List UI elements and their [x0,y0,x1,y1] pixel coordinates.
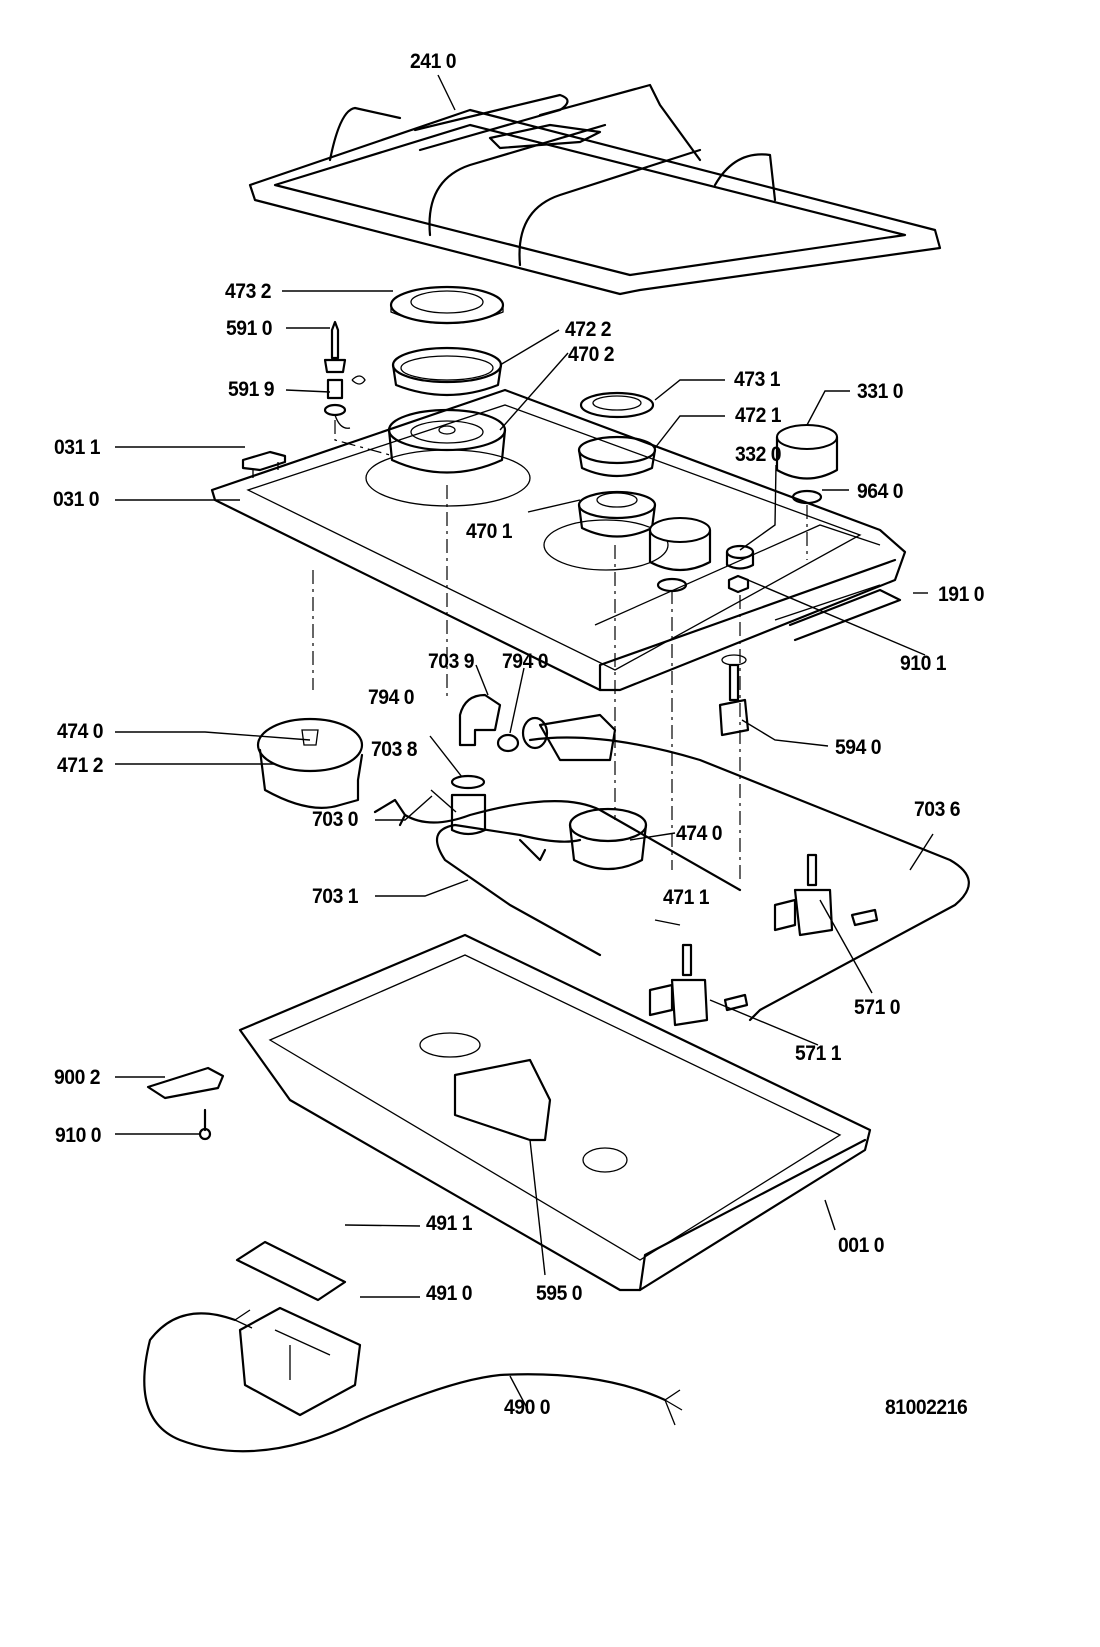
label-900-2: 900 2 [54,1066,101,1089]
part-burner-crown-large [391,346,503,397]
label-794-0-b: 794 0 [502,650,549,673]
label-470-1: 470 1 [466,520,513,543]
label-472-2: 472 2 [565,318,612,341]
label-332-0: 332 0 [735,443,782,466]
label-191-0: 191 0 [938,583,985,606]
label-472-1: 472 1 [735,404,782,427]
label-490-0: 490 0 [504,1396,551,1419]
label-591-9: 591 9 [228,378,275,401]
label-910-1: 910 1 [900,652,947,675]
part-burner-base-large [387,408,507,474]
label-471-2: 471 2 [57,754,104,777]
label-571-1: 571 1 [795,1042,842,1065]
part-burner-cup-large [256,717,364,809]
label-331-0: 331 0 [857,380,904,403]
label-471-1: 471 1 [663,886,710,909]
document-number: 81002216 [885,1396,968,1419]
part-fittings [373,693,742,892]
part-ignition-switch [718,654,750,737]
label-474-0-a: 474 0 [57,720,104,743]
label-001-0: 001 0 [838,1234,885,1257]
label-470-2: 470 2 [568,343,615,366]
part-gas-manifold [521,713,970,1022]
part-bracket-screw [146,1066,225,1141]
label-794-0-a: 794 0 [368,686,415,709]
part-control-knobs [648,424,839,594]
label-964-0: 964 0 [857,480,904,503]
label-595-0: 595 0 [536,1282,583,1305]
label-703-6: 703 6 [914,798,961,821]
label-594-0: 594 0 [835,736,882,759]
assembly-lines [312,420,808,880]
label-491-0: 491 0 [426,1282,473,1305]
part-burner-small [577,391,657,538]
leader-lines [115,74,934,1411]
label-703-0: 703 0 [312,808,359,831]
part-pan-support-grid [248,83,942,296]
part-power-cable [143,1309,683,1453]
label-473-2: 473 2 [225,280,272,303]
label-703-9: 703 9 [428,650,475,673]
part-ignition-electrode [323,320,366,429]
label-591-0: 591 0 [226,317,273,340]
label-703-8: 703 8 [371,738,418,761]
label-031-1: 031 1 [54,436,101,459]
label-241-0: 241 0 [410,50,457,73]
label-474-0-b: 474 0 [676,822,723,845]
label-703-1: 703 1 [312,885,359,908]
label-491-1: 491 1 [426,1212,473,1235]
part-terminal [235,1240,362,1417]
part-burner-cap-large [389,285,505,325]
part-seal-frame [774,584,902,642]
part-pipe-loop [435,807,648,957]
label-571-0: 571 0 [854,996,901,1019]
part-base-tray [238,933,872,1292]
label-473-1: 473 1 [734,368,781,391]
label-910-0: 910 0 [55,1124,102,1147]
label-031-0: 031 0 [53,488,100,511]
part-trim-clip [241,450,287,478]
